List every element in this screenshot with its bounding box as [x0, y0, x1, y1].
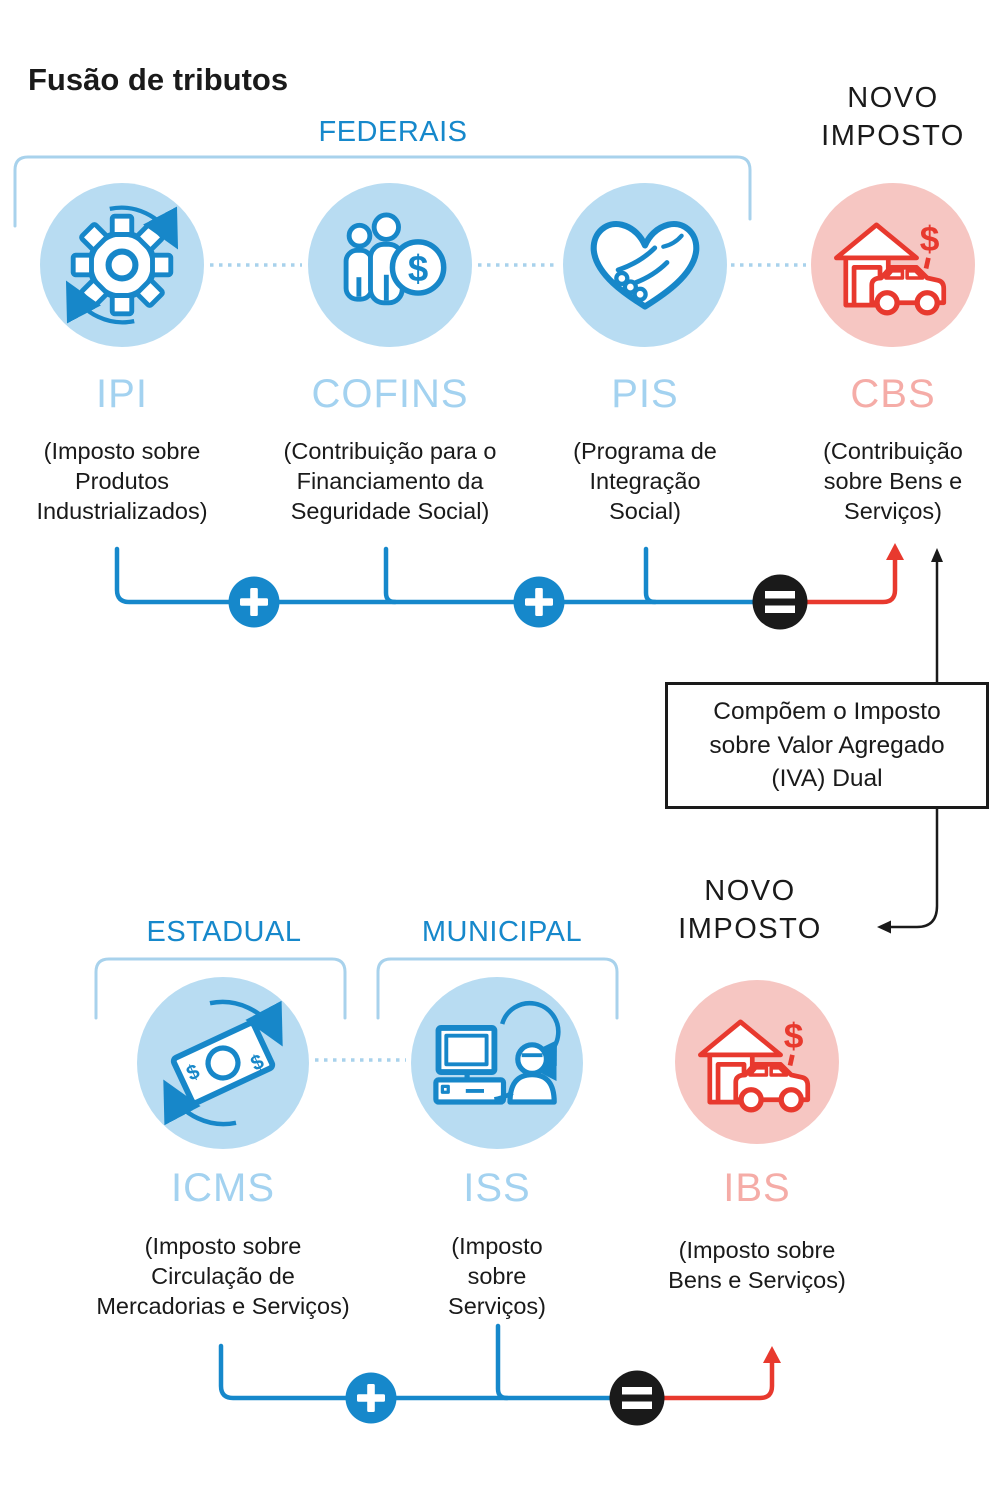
iva-note: Compõem o Imposto sobre Valor Agregado (…: [709, 697, 945, 793]
tax-acronym-cbs: CBS: [850, 372, 936, 416]
tax-description-ibs: (Imposto sobre Bens e Serviços): [668, 1237, 846, 1293]
up-arrowhead-red-icon: [763, 1346, 781, 1363]
estadual-label: ESTADUAL: [146, 916, 302, 948]
tax-description-pis: (Programa de Integração Social): [573, 438, 717, 524]
row1-result-arrow: [777, 543, 904, 605]
row2-connector: [218, 1323, 640, 1401]
plus-icon: [513, 576, 565, 628]
iva-flow-arrow: [877, 548, 943, 934]
dollar-glyph: $: [408, 248, 428, 289]
ibs-circle: $: [675, 980, 839, 1144]
tax-acronym-iss: ISS: [463, 1166, 531, 1210]
tax-acronym-ibs: IBS: [723, 1166, 791, 1210]
pis-circle: [563, 183, 727, 347]
money-cycle-icon: $ $: [163, 999, 283, 1127]
dollar-glyph: $: [784, 1017, 804, 1056]
tax-description-cofins: (Contribuição para o Financiamento da Se…: [283, 438, 497, 524]
house-car-dollar-icon: $: [834, 220, 947, 316]
equals-icon: [609, 1370, 665, 1426]
house-car-dollar-icon: $: [698, 1017, 811, 1113]
people-coin-icon: $: [343, 212, 447, 306]
handshake-heart-icon: [590, 221, 700, 310]
tax-description-iss: (Imposto sobre Serviços): [448, 1233, 546, 1319]
federais-bracket: [13, 155, 752, 228]
cbs-circle: $: [811, 183, 975, 347]
plus-icon: [228, 576, 280, 628]
ipi-circle: [40, 183, 204, 347]
left-arrowhead-black-icon: [877, 920, 891, 934]
tax-acronym-pis: PIS: [611, 372, 679, 416]
dotted-links: [210, 263, 806, 1062]
icms-circle: $ $: [137, 977, 309, 1149]
tax-acronym-icms: ICMS: [171, 1166, 275, 1210]
dollar-glyph: $: [920, 220, 940, 259]
page-title: Fusão de tributos: [28, 62, 289, 97]
municipal-label: MUNICIPAL: [421, 916, 583, 948]
tax-acronym-cofins: COFINS: [311, 372, 469, 416]
gear-cycle-icon: [65, 205, 179, 325]
municipal-bracket: [376, 957, 619, 1020]
equals-icon: [752, 574, 808, 630]
tax-acronym-ipi: IPI: [96, 372, 148, 416]
new-tax-label-bottom: NOVO IMPOSTO: [678, 875, 822, 945]
cofins-circle: $: [308, 183, 472, 347]
plus-icon: [345, 1372, 397, 1424]
estadual-bracket: [94, 957, 347, 1020]
tax-description-ipi: (Imposto sobre Produtos Industrializados…: [36, 438, 208, 524]
new-tax-label-top: NOVO IMPOSTO: [821, 82, 965, 152]
row1-connector: [114, 546, 783, 605]
up-arrowhead-red-icon: [886, 543, 904, 560]
row2-result-arrow: [634, 1346, 781, 1401]
iss-circle: [411, 977, 583, 1149]
tax-description-icms: (Imposto sobre Circulação de Mercadorias…: [96, 1233, 350, 1319]
tax-description-cbs: (Contribuição sobre Bens e Serviços): [823, 438, 963, 524]
up-arrowhead-black-icon: [931, 548, 943, 562]
federais-label: FEDERAIS: [318, 116, 468, 148]
iva-note-box: Compõem o Imposto sobre Valor Agregado (…: [665, 682, 989, 809]
computer-person-icon: [433, 1000, 561, 1105]
